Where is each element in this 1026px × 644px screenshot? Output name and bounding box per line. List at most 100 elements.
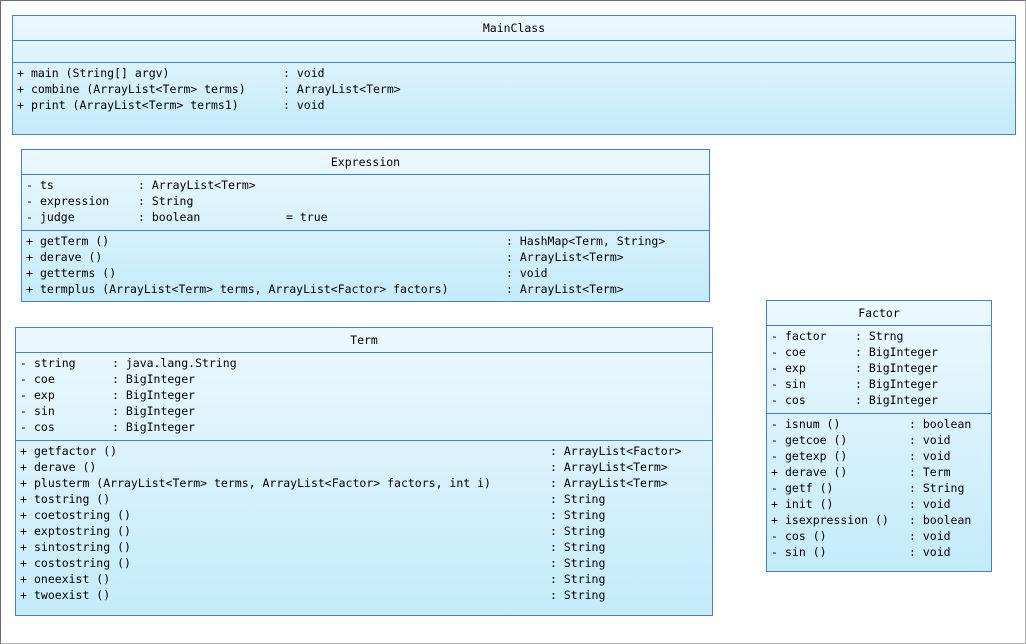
attribute-type: : java.lang.String: [112, 356, 237, 370]
operation-row[interactable]: +init (): void: [771, 496, 991, 512]
attributes-section: -ts: ArrayList<Term>-expression: String-…: [22, 175, 709, 231]
operation-row[interactable]: +twoexist (): String: [20, 587, 712, 603]
attribute-type: : BigInteger: [112, 372, 196, 386]
visibility-marker: +: [20, 476, 27, 490]
visibility-marker: -: [26, 178, 33, 192]
operation-signature: isnum (): [785, 417, 841, 431]
operation-return-type: : ArrayList<Term>: [283, 82, 401, 96]
visibility-marker: +: [26, 250, 33, 264]
operation-row[interactable]: -getf (): String: [771, 480, 991, 496]
operation-row[interactable]: -isnum (): boolean: [771, 416, 991, 432]
attribute-row[interactable]: -ts: ArrayList<Term>: [26, 177, 709, 193]
operation-row[interactable]: + derave () : ArrayList<Term>: [26, 249, 709, 265]
operation-row[interactable]: +getTerm (): HashMap<Term, String>: [26, 233, 709, 249]
attribute-type: : BigInteger: [855, 377, 939, 391]
visibility-marker: +: [26, 234, 33, 248]
operation-return-type: : ArrayList<Factor>: [550, 444, 682, 458]
class-name: Expression: [22, 150, 709, 175]
visibility-marker: -: [771, 361, 778, 375]
attribute-type: : boolean: [138, 210, 201, 224]
operation-row[interactable]: +derave (): Term: [771, 464, 991, 480]
operation-signature: derave (): [40, 250, 103, 264]
attribute-row[interactable]: -cos: BigInteger: [20, 419, 712, 435]
operation-signature: getexp (): [785, 449, 848, 463]
operation-row[interactable]: +getterms (): void: [26, 265, 709, 281]
operation-signature: isexpression (): [785, 513, 889, 527]
visibility-marker: -: [26, 194, 33, 208]
operation-row[interactable]: +sintostring (): String: [20, 539, 712, 555]
attribute-row[interactable]: -exp : BigInteger: [771, 360, 991, 376]
operations-section: + getfactor () : ArrayList<Factor> + derave …: [16, 441, 712, 605]
attribute-name: ts: [40, 178, 54, 192]
operation-return-type: : ArrayList<Term>: [506, 250, 624, 264]
class-box-mainclass[interactable]: MainClass +main (String[] argv): void+co…: [12, 15, 1016, 135]
visibility-marker: -: [26, 210, 33, 224]
class-name: Term: [16, 328, 712, 353]
operation-row[interactable]: -cos (): void: [771, 528, 991, 544]
operation-row[interactable]: +coetostring (): String: [20, 507, 712, 523]
visibility-marker: +: [771, 513, 778, 527]
operation-row[interactable]: +termplus (ArrayList<Term> terms, ArrayL…: [26, 281, 709, 297]
operation-return-type: : void: [909, 497, 951, 511]
operation-row[interactable]: +exptostring (): String: [20, 523, 712, 539]
attribute-row[interactable]: -sin: BigInteger: [771, 376, 991, 392]
attribute-row[interactable]: -sin: BigInteger: [20, 403, 712, 419]
attribute-row[interactable]: -coe: BigInteger: [20, 371, 712, 387]
operation-signature: getcoe (): [785, 433, 848, 447]
operation-signature: cos (): [785, 529, 827, 543]
attribute-row[interactable]: -expression: String: [26, 193, 709, 209]
attribute-row[interactable]: -exp: BigInteger: [20, 387, 712, 403]
operation-return-type: : String: [550, 540, 606, 554]
visibility-marker: -: [771, 449, 778, 463]
operation-return-type: : String: [550, 556, 606, 570]
operation-row[interactable]: -getexp () : void: [771, 448, 991, 464]
operation-row[interactable]: +derave (): ArrayList<Term>: [20, 459, 712, 475]
operation-row[interactable]: +tostring (): String: [20, 491, 712, 507]
attribute-row[interactable]: -coe: BigInteger: [771, 344, 991, 360]
operation-return-type: : String: [909, 481, 965, 495]
operation-return-type: : String: [550, 492, 606, 506]
attribute-row[interactable]: -cos: BigInteger: [771, 392, 991, 408]
operation-row[interactable]: +getfactor (): ArrayList<Factor>: [20, 443, 712, 459]
attributes-section: -string: java.lang.String-coe: BigIntege…: [16, 353, 712, 441]
visibility-marker: -: [771, 417, 778, 431]
class-box-term[interactable]: Term -string: java.lang.String-coe: BigI…: [15, 327, 713, 616]
attribute-type: : BigInteger: [855, 361, 939, 375]
operation-row[interactable]: +main (String[] argv): void: [17, 65, 1015, 81]
operation-row[interactable]: +print (ArrayList<Term> terms1): void: [17, 97, 1015, 113]
visibility-marker: +: [20, 460, 27, 474]
visibility-marker: +: [20, 540, 27, 554]
operation-row[interactable]: -getcoe (): void: [771, 432, 991, 448]
visibility-marker: -: [771, 433, 778, 447]
operation-row[interactable]: +isexpression (): boolean: [771, 512, 991, 528]
visibility-marker: -: [20, 372, 27, 386]
operation-row[interactable]: +combine (ArrayList<Term> terms): ArrayL…: [17, 81, 1015, 97]
operation-row[interactable]: +costostring (): String: [20, 555, 712, 571]
operation-signature: plusterm (ArrayList<Term> terms, ArrayLi…: [34, 476, 491, 490]
operation-return-type: : void: [283, 66, 325, 80]
operation-signature: getfactor (): [34, 444, 118, 458]
visibility-marker: +: [26, 282, 33, 296]
operation-return-type: : void: [909, 449, 951, 463]
operation-signature: costostring (): [34, 556, 131, 570]
class-box-expression[interactable]: Expression -ts: ArrayList<Term>-expressi…: [21, 149, 710, 302]
attributes-section: -factor: Strng-coe: BigInteger-exp : BigI…: [767, 326, 991, 414]
operations-section: +main (String[] argv): void+combine (Arr…: [13, 63, 1015, 115]
visibility-marker: +: [771, 465, 778, 479]
class-box-factor[interactable]: Factor -factor: Strng-coe: BigInteger-ex…: [766, 300, 992, 572]
operation-return-type: : String: [550, 572, 606, 586]
operation-signature: sin (): [785, 545, 827, 559]
operation-signature: derave (): [34, 460, 97, 474]
operation-row[interactable]: +oneexist (): String: [20, 571, 712, 587]
operation-signature: getterms (): [40, 266, 117, 280]
operation-row[interactable]: + plusterm (ArrayList<Term> terms, ArrayL…: [20, 475, 712, 491]
attribute-default: = true: [286, 210, 328, 224]
attribute-row[interactable]: -string: java.lang.String: [20, 355, 712, 371]
operation-return-type: : HashMap<Term, String>: [506, 234, 666, 248]
attribute-row[interactable]: -judge: boolean= true: [26, 209, 709, 225]
attribute-row[interactable]: -factor: Strng: [771, 328, 991, 344]
operation-return-type: : String: [550, 588, 606, 602]
operation-row[interactable]: -sin (): void: [771, 544, 991, 560]
visibility-marker: -: [771, 545, 778, 559]
attribute-name: exp: [785, 361, 806, 375]
